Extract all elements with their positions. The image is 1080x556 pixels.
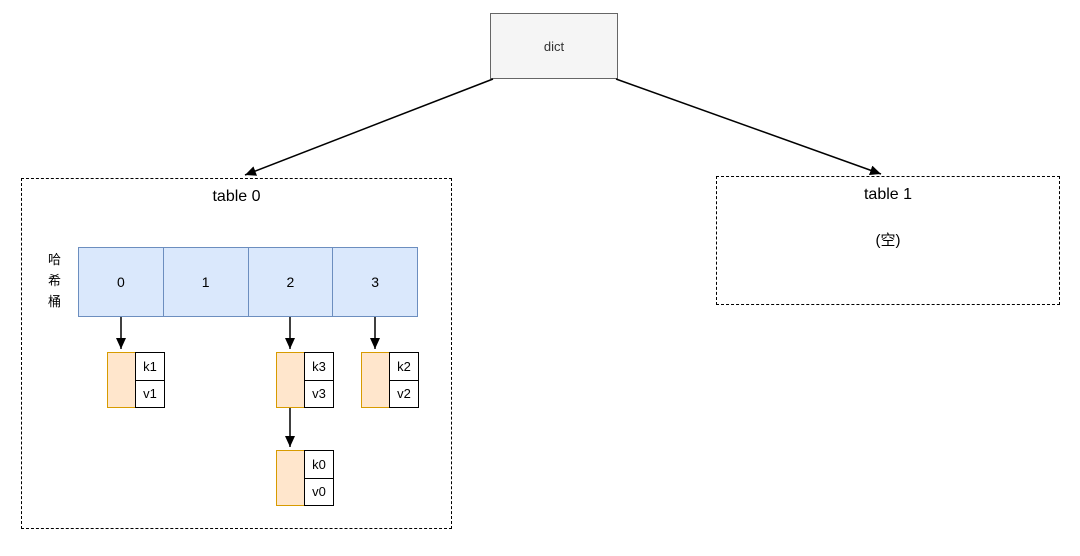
entry-kv-cells: k0 v0 [304,450,334,506]
entry-node-k0: k0 v0 [276,450,334,506]
entry-kv-cells: k1 v1 [135,352,165,408]
table-0-title: table 0 [212,188,261,205]
table-1-empty-label: (空) [875,232,901,249]
entry-kv-cells: k3 v3 [304,352,334,408]
entry-key-cell: k1 [143,358,157,374]
table-1-container: table 1 (空) [716,176,1060,305]
table-0-container: table 0 [21,178,452,529]
entry-slot [276,450,305,506]
dict-node-label: dict [543,38,565,54]
edge-dict-to-table1 [615,78,882,175]
entry-value-cell: v1 [136,379,164,408]
entry-key-cell: k2 [397,358,411,374]
entry-node-k1: k1 v1 [107,352,165,408]
entry-kv-cells: k2 v2 [389,352,419,408]
entry-value-cell: v0 [305,477,333,506]
bucket-cell-2: 2 [247,248,333,316]
edge-dict-to-table0 [244,78,494,176]
bucket-cell-1: 1 [162,248,248,316]
entry-value-cell: v2 [390,379,418,408]
entry-value-cell: v3 [305,379,333,408]
entry-slot [107,352,136,408]
entry-node-k2: k2 v2 [361,352,419,408]
table-1-title: table 1 [863,186,913,203]
entry-node-k3: k3 v3 [276,352,334,408]
bucket-array: 0 1 2 3 [78,247,418,317]
bucket-cell-0: 0 [116,274,125,290]
bucket-cell-3: 3 [332,248,417,316]
entry-key-cell: k0 [312,456,326,472]
entry-slot [276,352,305,408]
hash-bucket-label: 哈希桶 [47,252,61,309]
dict-node: dict [490,13,618,79]
entry-key-cell: k3 [312,358,326,374]
entry-slot [361,352,390,408]
